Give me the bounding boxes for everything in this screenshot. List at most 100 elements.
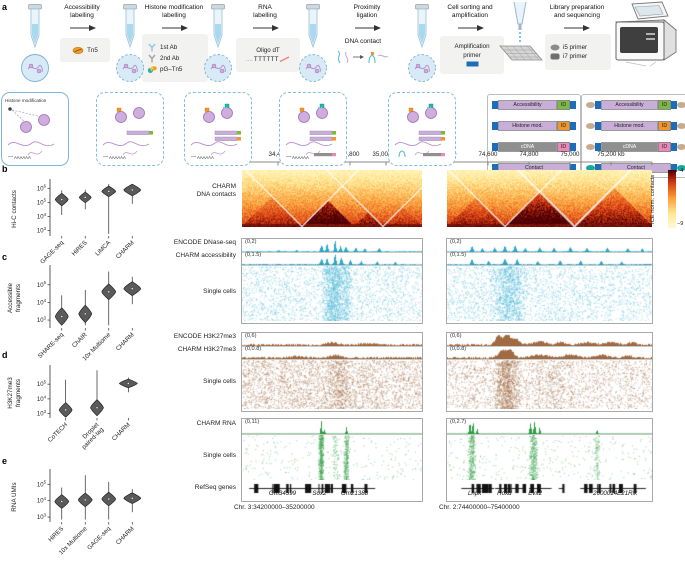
construct-row: Histone mod.ID [492,120,576,131]
barcode-cap-icon [671,100,677,109]
track-divider [447,252,652,253]
construct-id-tag: ID [557,99,570,110]
barcode-cap-icon [492,142,498,151]
second-antibody-label: 2nd Ab [160,54,180,62]
i5-primer-icon [550,44,560,51]
barcode-cap-icon [492,121,498,130]
step-title-line: and sequencing [554,12,600,19]
arrow-icon [70,25,96,31]
cell-detail-art: AAAAAA [190,103,241,160]
step-title-line: labelling [70,12,94,19]
step-title-histone: Histone modification labelling [124,4,224,20]
svg-text:GAGE-seq: GAGE-seq [86,525,112,551]
adapter-oval-icon [677,143,685,150]
gene-name-label: Hoxd [497,490,512,497]
svg-text:AAAAAA: AAAAAA [292,155,309,160]
colorbar-tick-bottom: −9 [677,221,684,227]
track-divider [447,434,652,435]
panel-label-c: c [2,252,8,262]
svg-text:LiMCA: LiMCA [94,239,113,258]
step-title-line: ligation [356,12,378,19]
barcode-cap-icon [671,121,677,130]
adapter-oval-icon [677,122,685,129]
adapter-oval-icon [586,101,595,108]
tube-icon [306,4,320,49]
track-divider [242,346,422,347]
cell-icon [21,54,49,82]
step-title-line: Library preparation [549,4,605,11]
cell-sorter-icon [499,1,543,61]
gene-name-label: 2600014E21Rik [593,490,638,497]
colorbar [668,170,676,228]
svg-text:Hi-C contacts: Hi-C contacts [11,190,18,228]
track-divider [447,346,652,347]
step-title-accessibility: Accessibility labelling [47,4,117,20]
pg-tn5-label: pG–Tn5 [160,65,183,73]
dna-contact-block: DNA contact [330,38,396,46]
svg-text:H3K27me3: H3K27me3 [7,377,14,409]
first-antibody-label: 1st Ab [160,43,178,51]
svg-text:35,000 kb: 35,000 kb [372,151,400,158]
svg-text:103: 103 [37,409,47,418]
h3k27me3-single-cell-raster [447,360,652,409]
construct-id-tag: ID [557,120,570,131]
dna-contact-label: DNA contact [344,38,382,45]
oligo-dt-label: Oligo dT [256,47,280,54]
panel-label-b: b [2,164,8,174]
cell-detail-art: AAAAAA [102,107,153,160]
panel-label-e: e [2,456,8,466]
encode-dnase-track [242,239,422,252]
gene-name-label: Evx2 [528,490,543,497]
second-antibody-icon [148,54,156,62]
svg-text:CHARM: CHARM [115,331,136,352]
svg-text:104: 104 [37,298,47,307]
step-title-line: Accessibility [64,4,100,11]
accessibility-single-cell-raster [447,266,652,321]
first-antibody-icon [148,43,156,51]
svg-text:CHARM: CHARM [115,525,136,546]
svg-text:74,800: 74,800 [520,151,539,158]
svg-text:75,200 kb: 75,200 kb [597,151,625,158]
track-label: Single cells [203,452,236,459]
cell-icon [116,54,144,82]
construct-id-tag: ID [658,141,671,152]
svg-text:Accessible: Accessible [7,282,14,313]
step-title-proximity: Proximity ligation [332,4,402,20]
cell-icon [204,54,232,82]
construct-id-tag: ID [557,141,570,152]
track-divider [242,359,422,360]
zoom-lines [15,48,55,93]
track-label: CHARM H3K27me3 [177,346,236,353]
construct-bar-cdna: cDNA [498,141,557,152]
cell-detail-art [394,103,445,158]
barcode-cap-icon [570,142,576,151]
construct-id-tag: ID [658,99,671,110]
reagent-box-primers: i5 primer i7 primer [545,34,611,70]
svg-text:ChAIR: ChAIR [71,331,89,349]
barcode-cap-icon [595,163,601,172]
construct-id-tag: ID [658,120,671,131]
reagent-box-tn5: Tn5 [60,38,110,62]
step-title-line: labelling [162,12,186,19]
track-label: CHARM accessibility [175,252,236,259]
i5-primer-label: i5 primer [563,44,588,51]
reagent-box-oligo-dt: Oligo dT ....TTTTTT [236,38,300,72]
track-range-label: (0,2) [245,239,257,245]
tube-icon [211,4,225,49]
track-label: CHARM RNA [196,420,236,427]
track-range-label: (0,6) [245,333,257,339]
track-label: ENCODE H3K27me3 [173,333,236,340]
tn5-label: Tn5 [87,46,98,54]
svg-text:fragments: fragments [15,284,22,312]
cell-detail-balloon: AAAAAA [184,92,252,166]
charm-h3k27me3-track [447,346,652,359]
cell-detail-balloon [388,92,456,166]
svg-text:74,600: 74,600 [479,151,498,158]
track-divider [447,265,652,266]
